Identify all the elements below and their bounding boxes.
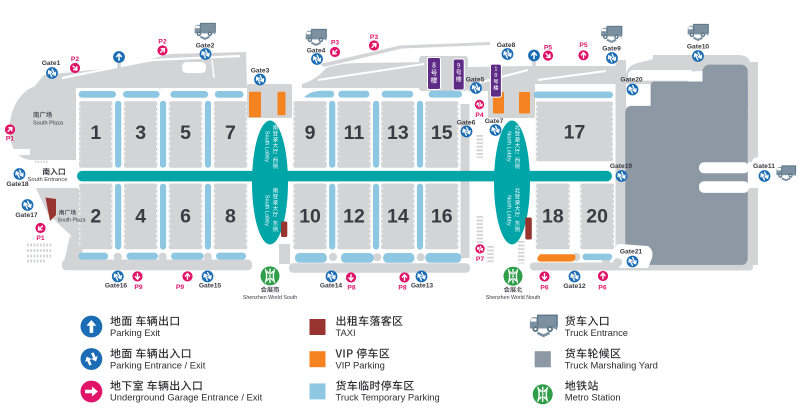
svg-text:20: 20 — [586, 205, 608, 227]
svg-text:P6: P6 — [540, 284, 548, 291]
svg-text:South Entrance: South Entrance — [28, 177, 68, 183]
svg-text:Parking Entrance / Exit: Parking Entrance / Exit — [110, 360, 206, 371]
svg-text:P3: P3 — [331, 40, 339, 47]
svg-text:Gate13: Gate13 — [411, 283, 434, 290]
svg-text:P5: P5 — [544, 44, 552, 51]
svg-text:Gate19: Gate19 — [610, 163, 633, 170]
svg-text:4: 4 — [135, 205, 146, 227]
svg-text:P8: P8 — [347, 284, 355, 291]
svg-text:Gate2: Gate2 — [196, 42, 215, 49]
svg-text:TAXI: TAXI — [336, 327, 356, 338]
svg-text:15: 15 — [431, 122, 453, 144]
svg-text:10: 10 — [299, 205, 321, 227]
svg-text:3: 3 — [135, 122, 146, 144]
svg-text:1: 1 — [90, 122, 101, 144]
svg-text:Metro Station: Metro Station — [565, 392, 621, 403]
svg-text:VIP Parking: VIP Parking — [336, 360, 385, 371]
svg-text:Gate3: Gate3 — [251, 68, 270, 75]
svg-text:Gate7: Gate7 — [485, 118, 504, 125]
svg-text:P7: P7 — [476, 256, 484, 263]
svg-text:Gate5: Gate5 — [466, 77, 485, 84]
svg-text:18: 18 — [542, 205, 564, 227]
svg-text:Shenzhen World South: Shenzhen World South — [243, 295, 297, 301]
svg-text:P1: P1 — [36, 235, 44, 242]
svg-text:5: 5 — [180, 122, 191, 144]
svg-text:Gate11: Gate11 — [753, 163, 775, 170]
svg-text:P6: P6 — [598, 284, 606, 291]
svg-text:17: 17 — [564, 122, 586, 144]
svg-text:Truck Entrance: Truck Entrance — [565, 327, 628, 338]
svg-text:Truck Marshaling Yard: Truck Marshaling Yard — [565, 360, 658, 371]
svg-text:Gate14: Gate14 — [320, 283, 343, 290]
svg-text:2: 2 — [90, 205, 101, 227]
svg-text:P1: P1 — [6, 135, 14, 142]
svg-text:7: 7 — [225, 122, 236, 144]
svg-text:P9: P9 — [134, 284, 142, 291]
svg-text:P8: P8 — [398, 284, 406, 291]
svg-text:South Lobby: South Lobby — [263, 131, 269, 163]
svg-text:P9: P9 — [176, 284, 184, 291]
svg-text:14: 14 — [387, 205, 409, 227]
svg-text:Gate18: Gate18 — [6, 181, 29, 188]
svg-text:12: 12 — [343, 205, 365, 227]
svg-text:Gate10: Gate10 — [687, 44, 710, 51]
svg-text:Gate6: Gate6 — [457, 120, 476, 127]
svg-text:Gate17: Gate17 — [15, 212, 38, 219]
svg-text:P4: P4 — [475, 112, 483, 119]
svg-text:Parking Exit: Parking Exit — [110, 327, 160, 338]
svg-text:Underground Garage Entrance /: Underground Garage Entrance / Exit — [110, 392, 263, 403]
svg-text:P3: P3 — [370, 34, 378, 41]
svg-text:Gate16: Gate16 — [105, 283, 128, 290]
svg-text:Shenzhen World Nouth: Shenzhen World Nouth — [486, 295, 541, 301]
svg-text:8: 8 — [225, 205, 236, 227]
svg-text:16: 16 — [431, 205, 453, 227]
svg-text:P2: P2 — [158, 39, 166, 46]
svg-text:13: 13 — [387, 122, 409, 144]
svg-text:Gate12: Gate12 — [563, 283, 586, 290]
svg-text:South Lobby: South Lobby — [263, 195, 269, 227]
svg-text:Gate1: Gate1 — [42, 60, 61, 67]
svg-text:Gate8: Gate8 — [497, 42, 516, 49]
svg-text:South Plaza: South Plaza — [58, 218, 86, 224]
svg-text:Gate20: Gate20 — [620, 77, 643, 84]
svg-text:Gate21: Gate21 — [620, 249, 643, 256]
svg-text:North Lobby: North Lobby — [505, 195, 511, 226]
svg-text:11: 11 — [344, 122, 365, 144]
svg-text:South Plaza: South Plaza — [33, 120, 64, 126]
svg-text:North Lobby: North Lobby — [505, 131, 511, 162]
svg-text:9: 9 — [305, 122, 316, 144]
svg-text:6: 6 — [180, 205, 191, 227]
svg-text:Gate4: Gate4 — [307, 48, 326, 55]
svg-text:P2: P2 — [71, 56, 79, 63]
svg-text:P5: P5 — [579, 42, 587, 49]
svg-text:Truck Temporary Parking: Truck Temporary Parking — [336, 392, 440, 403]
svg-text:Gate9: Gate9 — [602, 46, 621, 53]
svg-text:Gate15: Gate15 — [199, 283, 222, 290]
